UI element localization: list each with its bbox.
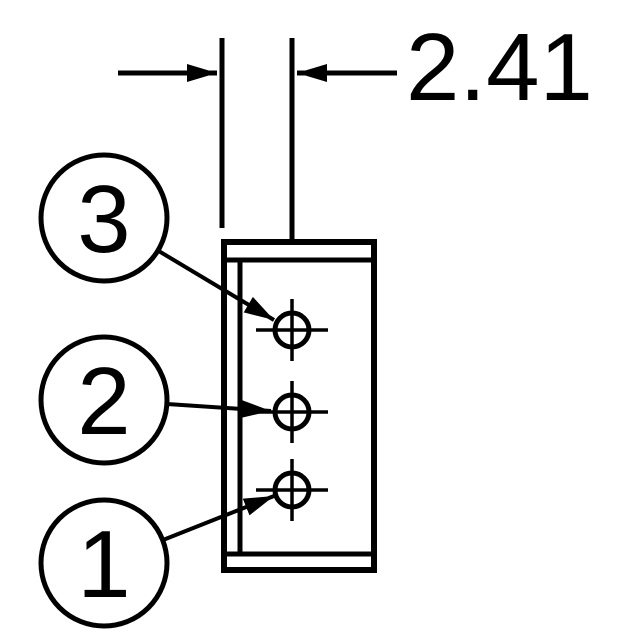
callout-3: 3 bbox=[38, 152, 170, 284]
leader-arrow-1-icon bbox=[162, 494, 275, 542]
component-body bbox=[221, 239, 377, 573]
callout-1-circle bbox=[38, 497, 170, 629]
dimension-annotation: 2.41 bbox=[118, 14, 593, 239]
callout-2-circle bbox=[38, 334, 170, 466]
callout-1: 1 bbox=[38, 497, 170, 629]
callout-2-label: 2 bbox=[77, 348, 130, 455]
callout-3-label: 3 bbox=[77, 166, 130, 273]
component-outline bbox=[221, 239, 377, 573]
terminal-3-circle bbox=[272, 310, 312, 350]
callout-3-circle bbox=[38, 152, 170, 284]
callout-2: 2 bbox=[38, 334, 170, 466]
leader-arrow-2-icon bbox=[166, 400, 272, 418]
terminal-2 bbox=[256, 381, 328, 443]
terminal-3 bbox=[256, 299, 328, 361]
terminal-1-circle bbox=[272, 470, 312, 510]
terminal-2-circle bbox=[272, 392, 312, 432]
callout-1-label: 1 bbox=[77, 511, 130, 618]
dimension-label: 2.41 bbox=[406, 14, 593, 121]
terminal-1 bbox=[256, 459, 328, 521]
leader-arrow-3-icon bbox=[155, 248, 276, 322]
